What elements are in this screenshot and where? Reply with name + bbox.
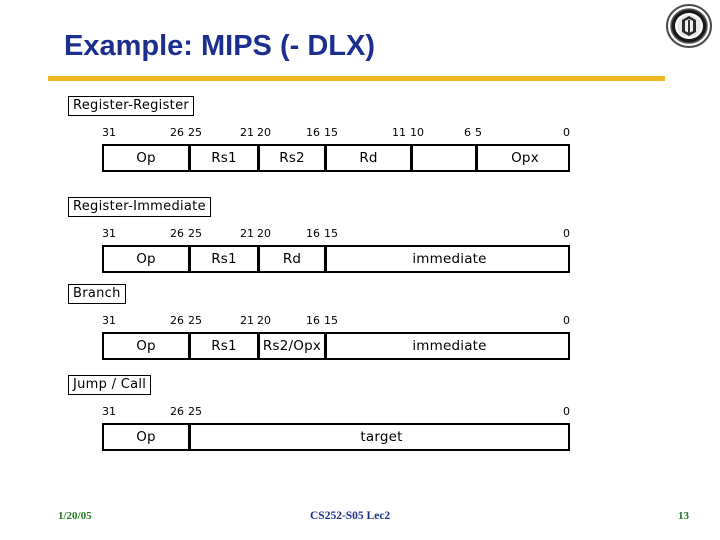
- format-label: Register-Immediate: [68, 197, 211, 217]
- bit-index-label: 16: [306, 126, 320, 139]
- bit-index-label: 21: [240, 314, 254, 327]
- bit-index-label: 31: [102, 126, 116, 139]
- instruction-word: Op target: [102, 423, 570, 451]
- instruction-field: immediate: [324, 334, 572, 358]
- bit-index-label: 26: [170, 227, 184, 240]
- instruction-field: Op: [104, 425, 188, 449]
- bit-index-label: 15: [324, 314, 338, 327]
- bit-index-label: 15: [324, 126, 338, 139]
- uc-berkeley-seal-logo: [664, 4, 714, 48]
- instruction-field: Rs1: [188, 247, 257, 271]
- instruction-field-label: target: [360, 429, 403, 445]
- bit-index-label: 31: [102, 314, 116, 327]
- instruction-field: Rd: [324, 146, 410, 170]
- bit-index-label: 25: [188, 314, 202, 327]
- instruction-field: Rs1: [188, 146, 257, 170]
- bit-index-label: 31: [102, 227, 116, 240]
- bit-index-label: 21: [240, 227, 254, 240]
- instruction-field: Op: [104, 334, 188, 358]
- bit-index-label: 0: [563, 126, 570, 139]
- instruction-field-label: Rs2/Opx: [262, 338, 322, 354]
- instruction-field: Rs2/Opx: [257, 334, 324, 358]
- bit-index-label: 6: [464, 126, 471, 139]
- instruction-field-label: Rd: [282, 251, 302, 267]
- bit-index-label: 26: [170, 405, 184, 418]
- instruction-field: Op: [104, 146, 188, 170]
- bit-index-label: 0: [563, 227, 570, 240]
- bit-index-label: 10: [410, 126, 424, 139]
- instruction-field: [410, 146, 475, 170]
- instruction-field: Op: [104, 247, 188, 271]
- instruction-field: Opx: [475, 146, 572, 170]
- instruction-field: Rs1: [188, 334, 257, 358]
- bit-index-label: 5: [475, 126, 482, 139]
- instruction-field-label: Op: [136, 150, 156, 166]
- instruction-field-label: Rs2: [279, 150, 305, 166]
- instruction-field-label: Op: [136, 429, 156, 445]
- instruction-field: Rd: [257, 247, 324, 271]
- instruction-field: target: [188, 425, 572, 449]
- instruction-word: Op Rs1 Rs2/Opx immediate: [102, 332, 570, 360]
- instruction-field: Rs2: [257, 146, 324, 170]
- bit-index-label: 0: [563, 314, 570, 327]
- bit-index-label: 31: [102, 405, 116, 418]
- instruction-field-label: immediate: [412, 338, 487, 354]
- bit-index-label: 21: [240, 126, 254, 139]
- bit-index-label: 11: [392, 126, 406, 139]
- bit-index-label: 20: [257, 126, 271, 139]
- instruction-field-label: Rd: [359, 150, 378, 166]
- footer-date: 1/20/05: [58, 510, 92, 522]
- instruction-field-label: immediate: [412, 251, 487, 267]
- bit-index-label: 15: [324, 227, 338, 240]
- bit-index-label: 0: [563, 405, 570, 418]
- format-label: Register-Register: [68, 96, 195, 116]
- instruction-field-label: Rs1: [211, 150, 237, 166]
- instruction-field-label: Rs1: [211, 251, 237, 267]
- title-underline-rule: [48, 76, 665, 81]
- instruction-field: immediate: [324, 247, 572, 271]
- format-label: Jump / Call: [68, 375, 152, 395]
- footer-page-number: 13: [678, 510, 689, 522]
- instruction-word: Op Rs1 Rs2 Rd Opx: [102, 144, 570, 172]
- instruction-field-label: Op: [136, 251, 156, 267]
- bit-index-label: 25: [188, 126, 202, 139]
- bit-index-label: 16: [306, 314, 320, 327]
- instruction-word: Op Rs1 Rd immediate: [102, 245, 570, 273]
- bit-index-label: 25: [188, 405, 202, 418]
- footer-course-label: CS252-S05 Lec2: [310, 510, 391, 522]
- instruction-field-label: Op: [136, 338, 156, 354]
- bit-index-label: 25: [188, 227, 202, 240]
- bit-index-label: 16: [306, 227, 320, 240]
- format-label: Branch: [68, 284, 126, 304]
- bit-index-label: 26: [170, 126, 184, 139]
- instruction-field-label: Opx: [511, 150, 539, 166]
- instruction-field-label: Rs1: [211, 338, 237, 354]
- bit-index-label: 26: [170, 314, 184, 327]
- page-title: Example: MIPS (- DLX): [64, 30, 375, 62]
- bit-index-label: 20: [257, 314, 271, 327]
- bit-index-label: 20: [257, 227, 271, 240]
- bit-index-ruler: 31 26 25 0: [102, 405, 570, 421]
